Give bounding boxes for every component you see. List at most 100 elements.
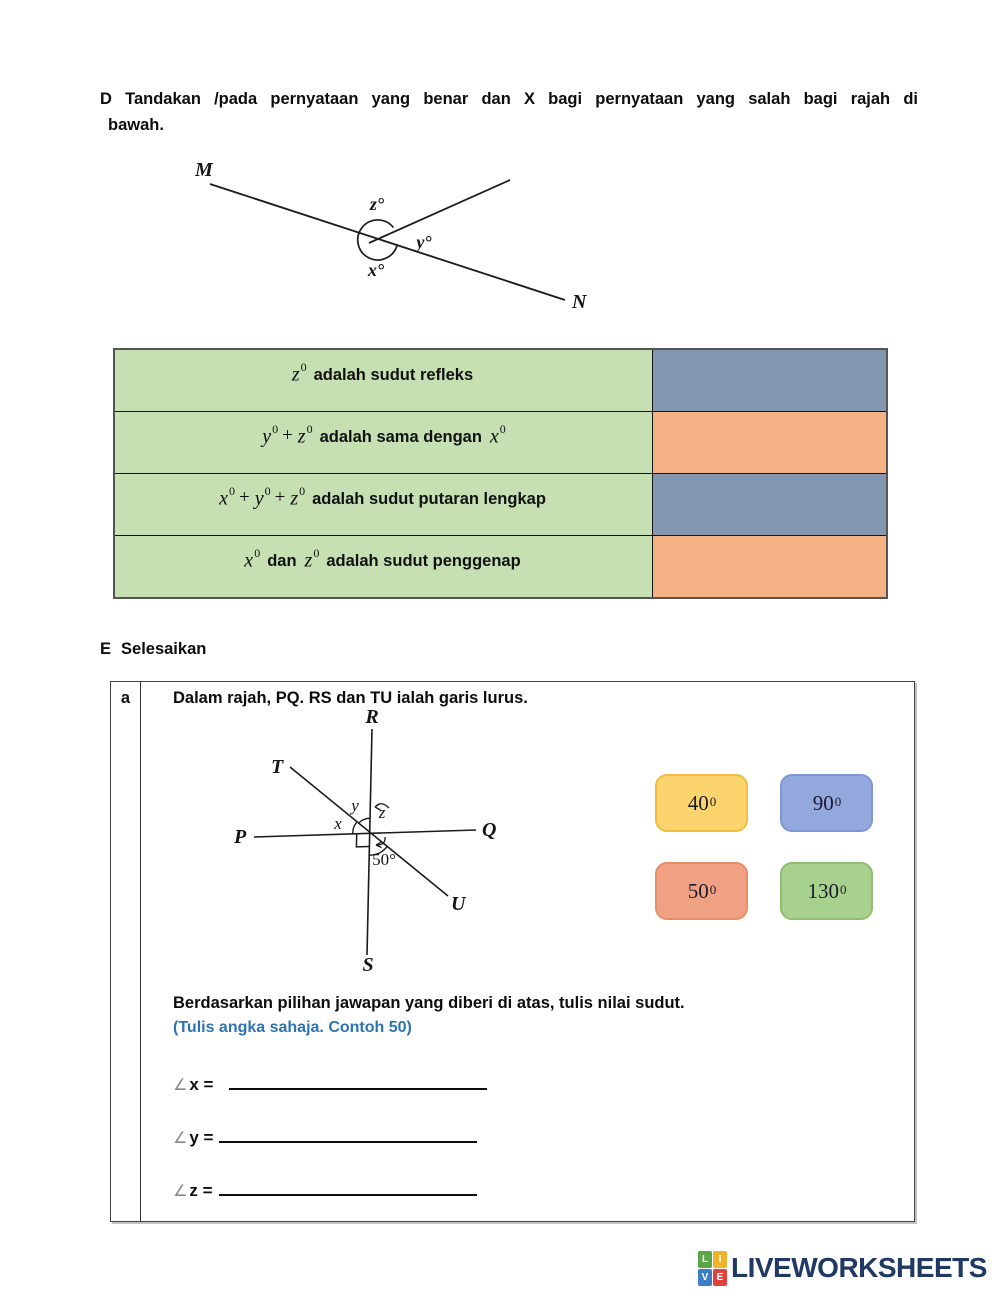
statement-cell: x0 dan z0 adalah sudut penggenap: [115, 536, 653, 597]
angle-50-arc: [369, 846, 388, 856]
choice-sup: 0: [709, 794, 717, 809]
math-term: x0: [219, 484, 235, 510]
table-row: x0 dan z0 adalah sudut penggenap: [115, 536, 886, 597]
plus-sign: +: [274, 487, 286, 508]
angle-x-label: x°: [367, 260, 385, 280]
line-mn: [209, 183, 566, 301]
math-term: z0: [290, 484, 306, 510]
answer-cell[interactable]: [653, 412, 886, 473]
line-tu: [289, 766, 449, 897]
answer-row-z: ∠z =: [173, 1178, 477, 1204]
answer-label-z: z =: [189, 1181, 213, 1200]
angles-diagram-1: M N z° y° x°: [194, 159, 588, 313]
angle-z-label: z: [378, 803, 386, 822]
answer-cell[interactable]: [653, 536, 886, 597]
angles-diagram-2: R S P Q T U y x z 50°: [233, 706, 496, 976]
angle-50-label: 50°: [372, 850, 396, 869]
ray-upper-right: [368, 179, 511, 244]
answer-cell[interactable]: [653, 474, 886, 535]
line-pq: [253, 829, 477, 838]
answer-cell[interactable]: [653, 350, 886, 411]
brand-text: LIVEWORKSHEETS: [731, 1252, 987, 1283]
math-term: z0: [297, 422, 313, 448]
point-q-label: Q: [482, 819, 496, 841]
statement-text: adalah sudut penggenap: [326, 552, 521, 570]
point-n-label: N: [571, 291, 588, 313]
instruction-text: Berdasarkan pilihan jawapan yang diberi …: [173, 994, 685, 1012]
point-t-label: T: [271, 756, 284, 778]
answer-label-x: x =: [189, 1075, 214, 1094]
item-label-cell: a: [111, 682, 141, 1221]
section-d-heading: D Tandakan /pada pernyataan yang benar d…: [100, 86, 918, 138]
angle-symbol: ∠: [173, 1128, 188, 1147]
answer-label-y: y =: [189, 1128, 214, 1147]
choice-sup: 0: [834, 794, 842, 809]
answer-row-y: ∠y =: [173, 1125, 478, 1151]
angle-z-label: z°: [369, 194, 385, 214]
logo-tile-i: I: [713, 1250, 727, 1268]
answer-input-x[interactable]: [229, 1072, 488, 1090]
math-term: x0: [489, 422, 506, 448]
math-term: y0: [254, 484, 271, 510]
answer-row-x: ∠x =: [173, 1072, 488, 1098]
choice-value: 50: [687, 878, 709, 903]
math-term: y0: [262, 422, 279, 448]
angle-symbol: ∠: [173, 1181, 188, 1200]
section-e-letter: E: [100, 640, 112, 658]
logo-tile-e: E: [713, 1268, 727, 1286]
note-text: (Tulis angka sahaja. Contoh 50): [173, 1019, 412, 1036]
math-term: x0: [244, 546, 261, 572]
angle-symbol: ∠: [173, 1075, 188, 1094]
angle-y-label: y: [349, 796, 359, 815]
choice-sup: 0: [709, 882, 717, 897]
point-u-label: U: [451, 893, 467, 915]
plus-sign: +: [238, 487, 250, 508]
right-angle-marker: [355, 833, 370, 848]
reflex-angle-arc: [356, 219, 399, 261]
statement-text: adalah sudut putaran lengkap: [312, 490, 546, 508]
logo-tile-l: L: [698, 1250, 712, 1268]
statement-text: adalah sudut refleks: [313, 366, 474, 384]
angle-z-arrow: [374, 802, 390, 811]
point-m-label: M: [194, 159, 214, 181]
answer-input-z[interactable]: [218, 1178, 477, 1196]
question-title: Dalam rajah, PQ. RS dan TU ialah garis l…: [173, 689, 528, 707]
section-e-word: Selesaikan: [121, 640, 207, 658]
statement-text: dan: [267, 552, 297, 570]
angle-x-label: x: [333, 814, 342, 833]
choice-value: 130: [807, 878, 840, 903]
choice-sup: 0: [840, 882, 847, 897]
angle-y-arc: [357, 817, 371, 825]
math-term: z0: [304, 546, 320, 572]
point-r-label: R: [364, 706, 378, 728]
line-rs: [366, 728, 373, 956]
small-hook-arrow: [375, 836, 386, 849]
point-s-label: S: [362, 954, 373, 976]
item-label: a: [120, 689, 131, 707]
choice-value: 40: [687, 790, 709, 815]
question-a-box: a Dalam rajah, PQ. RS dan TU ialah garis…: [110, 681, 915, 1222]
plus-sign: +: [282, 425, 293, 446]
logo-tile-v: V: [698, 1268, 712, 1286]
answer-input-y[interactable]: [219, 1125, 478, 1143]
heading-line-1: D Tandakan /pada pernyataan yang benar d…: [100, 90, 918, 108]
liveworksheets-footer: L I V E LIVEWORKSHEETS: [698, 1250, 987, 1286]
angle-y-label: y°: [414, 232, 432, 252]
angle-x-arc: [351, 821, 358, 834]
liveworksheets-logo-icon: L I V E: [698, 1250, 727, 1286]
heading-line-2: bawah.: [108, 116, 164, 134]
choice-value: 90: [812, 790, 834, 815]
section-e-heading: E Selesaikan: [100, 640, 206, 659]
